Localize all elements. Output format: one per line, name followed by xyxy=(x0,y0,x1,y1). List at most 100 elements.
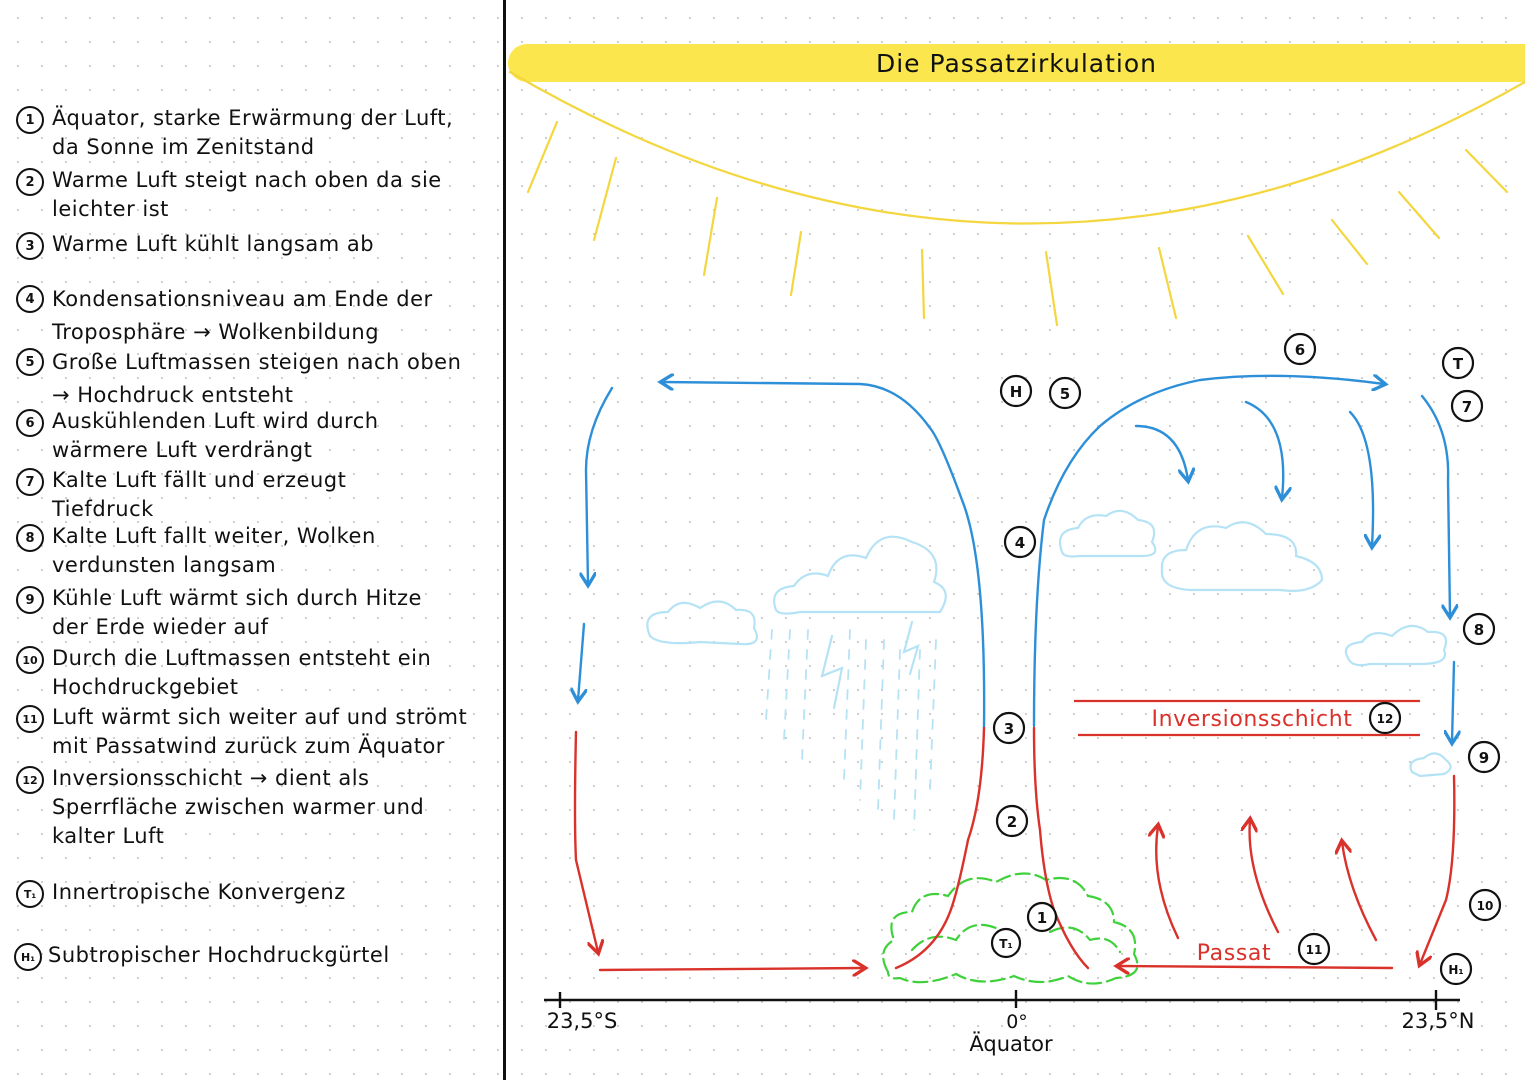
marker-2-diagram: 2 xyxy=(995,804,1029,838)
marker-h-top: H xyxy=(999,374,1033,408)
left-rising-cold-arrow xyxy=(662,382,986,730)
marker-11: 11 xyxy=(16,705,44,733)
svg-text:6: 6 xyxy=(1295,341,1305,359)
panel-divider xyxy=(503,0,506,1080)
marker-4-diagram: 4 xyxy=(1003,525,1037,559)
legend-text-10: Durch die Luftmassen entsteht ein Hochdr… xyxy=(52,646,432,699)
rain xyxy=(765,629,937,831)
marker-3: 3 xyxy=(16,232,44,260)
diagram-markers: H 5 6 T 7 4 8 12 3 9 2 10 1 T₁ 11 H₁ xyxy=(990,332,1502,986)
sun-arc xyxy=(508,70,1525,225)
legend-item-11: 11 Luft wärmt sich weiter auf und strömt… xyxy=(16,703,467,761)
axis-label-south: 23,5°S xyxy=(547,1009,618,1033)
warming-arrow-3 xyxy=(1342,842,1378,942)
marker-12-diagram: 12 xyxy=(1368,701,1402,735)
right-descending-cold-arrow xyxy=(1420,394,1450,616)
left-surface-warm-arrow xyxy=(598,968,864,970)
legend-item-7: 7 Kalte Luft fällt und erzeugt Tiefdruck xyxy=(16,466,346,524)
legend-item-8: 8 Kalte Luft fallt weiter, Wolken verdun… xyxy=(16,522,376,580)
marker-10-diagram: 10 xyxy=(1468,888,1502,922)
marker-3-diagram: 3 xyxy=(992,711,1026,745)
cloud-right-4 xyxy=(1409,752,1452,778)
legend-panel: 1 Äquator, starke Erwärmung der Luft, da… xyxy=(0,0,503,1080)
left-circulation xyxy=(575,382,986,970)
svg-text:2: 2 xyxy=(1007,813,1017,831)
warming-arrow-1 xyxy=(1156,826,1180,940)
legend-text-11: Luft wärmt sich weiter auf und strömt mi… xyxy=(52,705,468,758)
legend-item-10: 10 Durch die Luftmassen entsteht ein Hoc… xyxy=(16,644,431,702)
marker-t1-diagram: T₁ xyxy=(990,927,1022,959)
legend-text-h1: Subtropischer Hochdruckgürtel xyxy=(48,943,390,967)
legend-item-3: 3 Warme Luft kühlt langsam ab xyxy=(16,230,374,260)
legend-item-2: 2 Warme Luft steigt nach oben da sie lei… xyxy=(16,166,442,224)
marker-t1: T₁ xyxy=(16,880,44,908)
inversion-label: Inversionsschicht xyxy=(1152,707,1353,732)
svg-text:H₁: H₁ xyxy=(1448,963,1463,977)
axis-label-north: 23,5°N xyxy=(1402,1009,1475,1033)
legend-text-12: Inversionsschicht → dient als Sperrfläch… xyxy=(52,766,425,848)
legend-text-4: Kondensationsniveau am Ende der Troposph… xyxy=(52,287,433,344)
cloud-left-small xyxy=(646,600,758,646)
legend-text-3: Warme Luft kühlt langsam ab xyxy=(52,232,375,256)
svg-text:8: 8 xyxy=(1474,621,1484,639)
left-rising-warm-line xyxy=(894,726,986,970)
subsiding-arrow-2 xyxy=(1244,400,1283,498)
marker-2: 2 xyxy=(16,168,44,196)
lightning-icon-2 xyxy=(902,620,920,676)
cloud-right-1 xyxy=(1058,509,1157,558)
svg-text:3: 3 xyxy=(1004,720,1014,738)
clouds xyxy=(646,509,1452,831)
svg-text:11: 11 xyxy=(1306,943,1323,957)
marker-4: 4 xyxy=(16,285,44,313)
svg-text:9: 9 xyxy=(1479,749,1489,767)
marker-9: 9 xyxy=(16,586,44,614)
legend-item-h1: H₁ Subtropischer Hochdruckgürtel xyxy=(14,941,390,971)
legend-text-2: Warme Luft steigt nach oben da sie leich… xyxy=(52,168,442,221)
marker-6-diagram: 6 xyxy=(1283,332,1317,366)
right-rising-cold-arrow xyxy=(1032,376,1384,728)
svg-text:4: 4 xyxy=(1015,534,1025,552)
storm-cloud xyxy=(773,535,947,615)
legend-item-9: 9 Kühle Luft wärmt sich durch Hitze der … xyxy=(16,584,422,642)
legend-item-1: 1 Äquator, starke Erwärmung der Luft, da… xyxy=(16,104,453,162)
svg-text:T: T xyxy=(1453,355,1464,373)
marker-5: 5 xyxy=(16,348,44,376)
left-descending-cold-arrow xyxy=(586,386,614,584)
latitude-axis xyxy=(544,990,1460,1010)
marker-1-diagram: 1 xyxy=(1026,901,1058,933)
marker-1: 1 xyxy=(16,106,44,134)
marker-8-diagram: 8 xyxy=(1462,612,1496,646)
legend-item-t1: T₁ Innertropische Konvergenz xyxy=(16,878,346,908)
marker-7: 7 xyxy=(16,468,44,496)
svg-text:12: 12 xyxy=(1377,712,1394,726)
legend-text-5: Große Luftmassen steigen nach oben → Hoc… xyxy=(52,350,462,407)
marker-t-top: T xyxy=(1441,346,1475,380)
svg-text:7: 7 xyxy=(1462,398,1472,416)
warming-arrow-2 xyxy=(1250,820,1280,934)
right-circulation xyxy=(1032,376,1456,968)
marker-7-diagram: 7 xyxy=(1450,389,1484,423)
marker-10: 10 xyxy=(16,646,44,674)
svg-text:10: 10 xyxy=(1477,899,1494,913)
legend-item-4: 4 Kondensationsniveau am Ende der Tropos… xyxy=(16,283,433,349)
marker-8: 8 xyxy=(16,524,44,552)
svg-text:1: 1 xyxy=(1037,909,1047,927)
marker-h1-diagram: H₁ xyxy=(1439,952,1473,986)
vegetation xyxy=(882,872,1139,985)
sun-rays xyxy=(526,120,1509,327)
lightning-icon xyxy=(820,634,844,710)
legend-text-t1: Innertropische Konvergenz xyxy=(52,880,346,904)
svg-text:5: 5 xyxy=(1060,385,1070,403)
svg-text:T₁: T₁ xyxy=(999,937,1012,951)
legend-item-12: 12 Inversionsschicht → dient als Sperrfl… xyxy=(16,764,424,851)
right-descending-warm-arrow xyxy=(1420,774,1456,964)
legend-item-5: 5 Große Luftmassen steigen nach oben → H… xyxy=(16,346,461,412)
legend-text-9: Kühle Luft wärmt sich durch Hitze der Er… xyxy=(52,586,422,639)
marker-12: 12 xyxy=(16,766,44,794)
passat-label: Passat xyxy=(1197,941,1271,966)
marker-6: 6 xyxy=(16,409,44,437)
inversion-layer xyxy=(1074,699,1420,737)
legend-text-8: Kalte Luft fallt weiter, Wolken verdunst… xyxy=(52,524,376,577)
marker-5-diagram: 5 xyxy=(1048,376,1082,410)
